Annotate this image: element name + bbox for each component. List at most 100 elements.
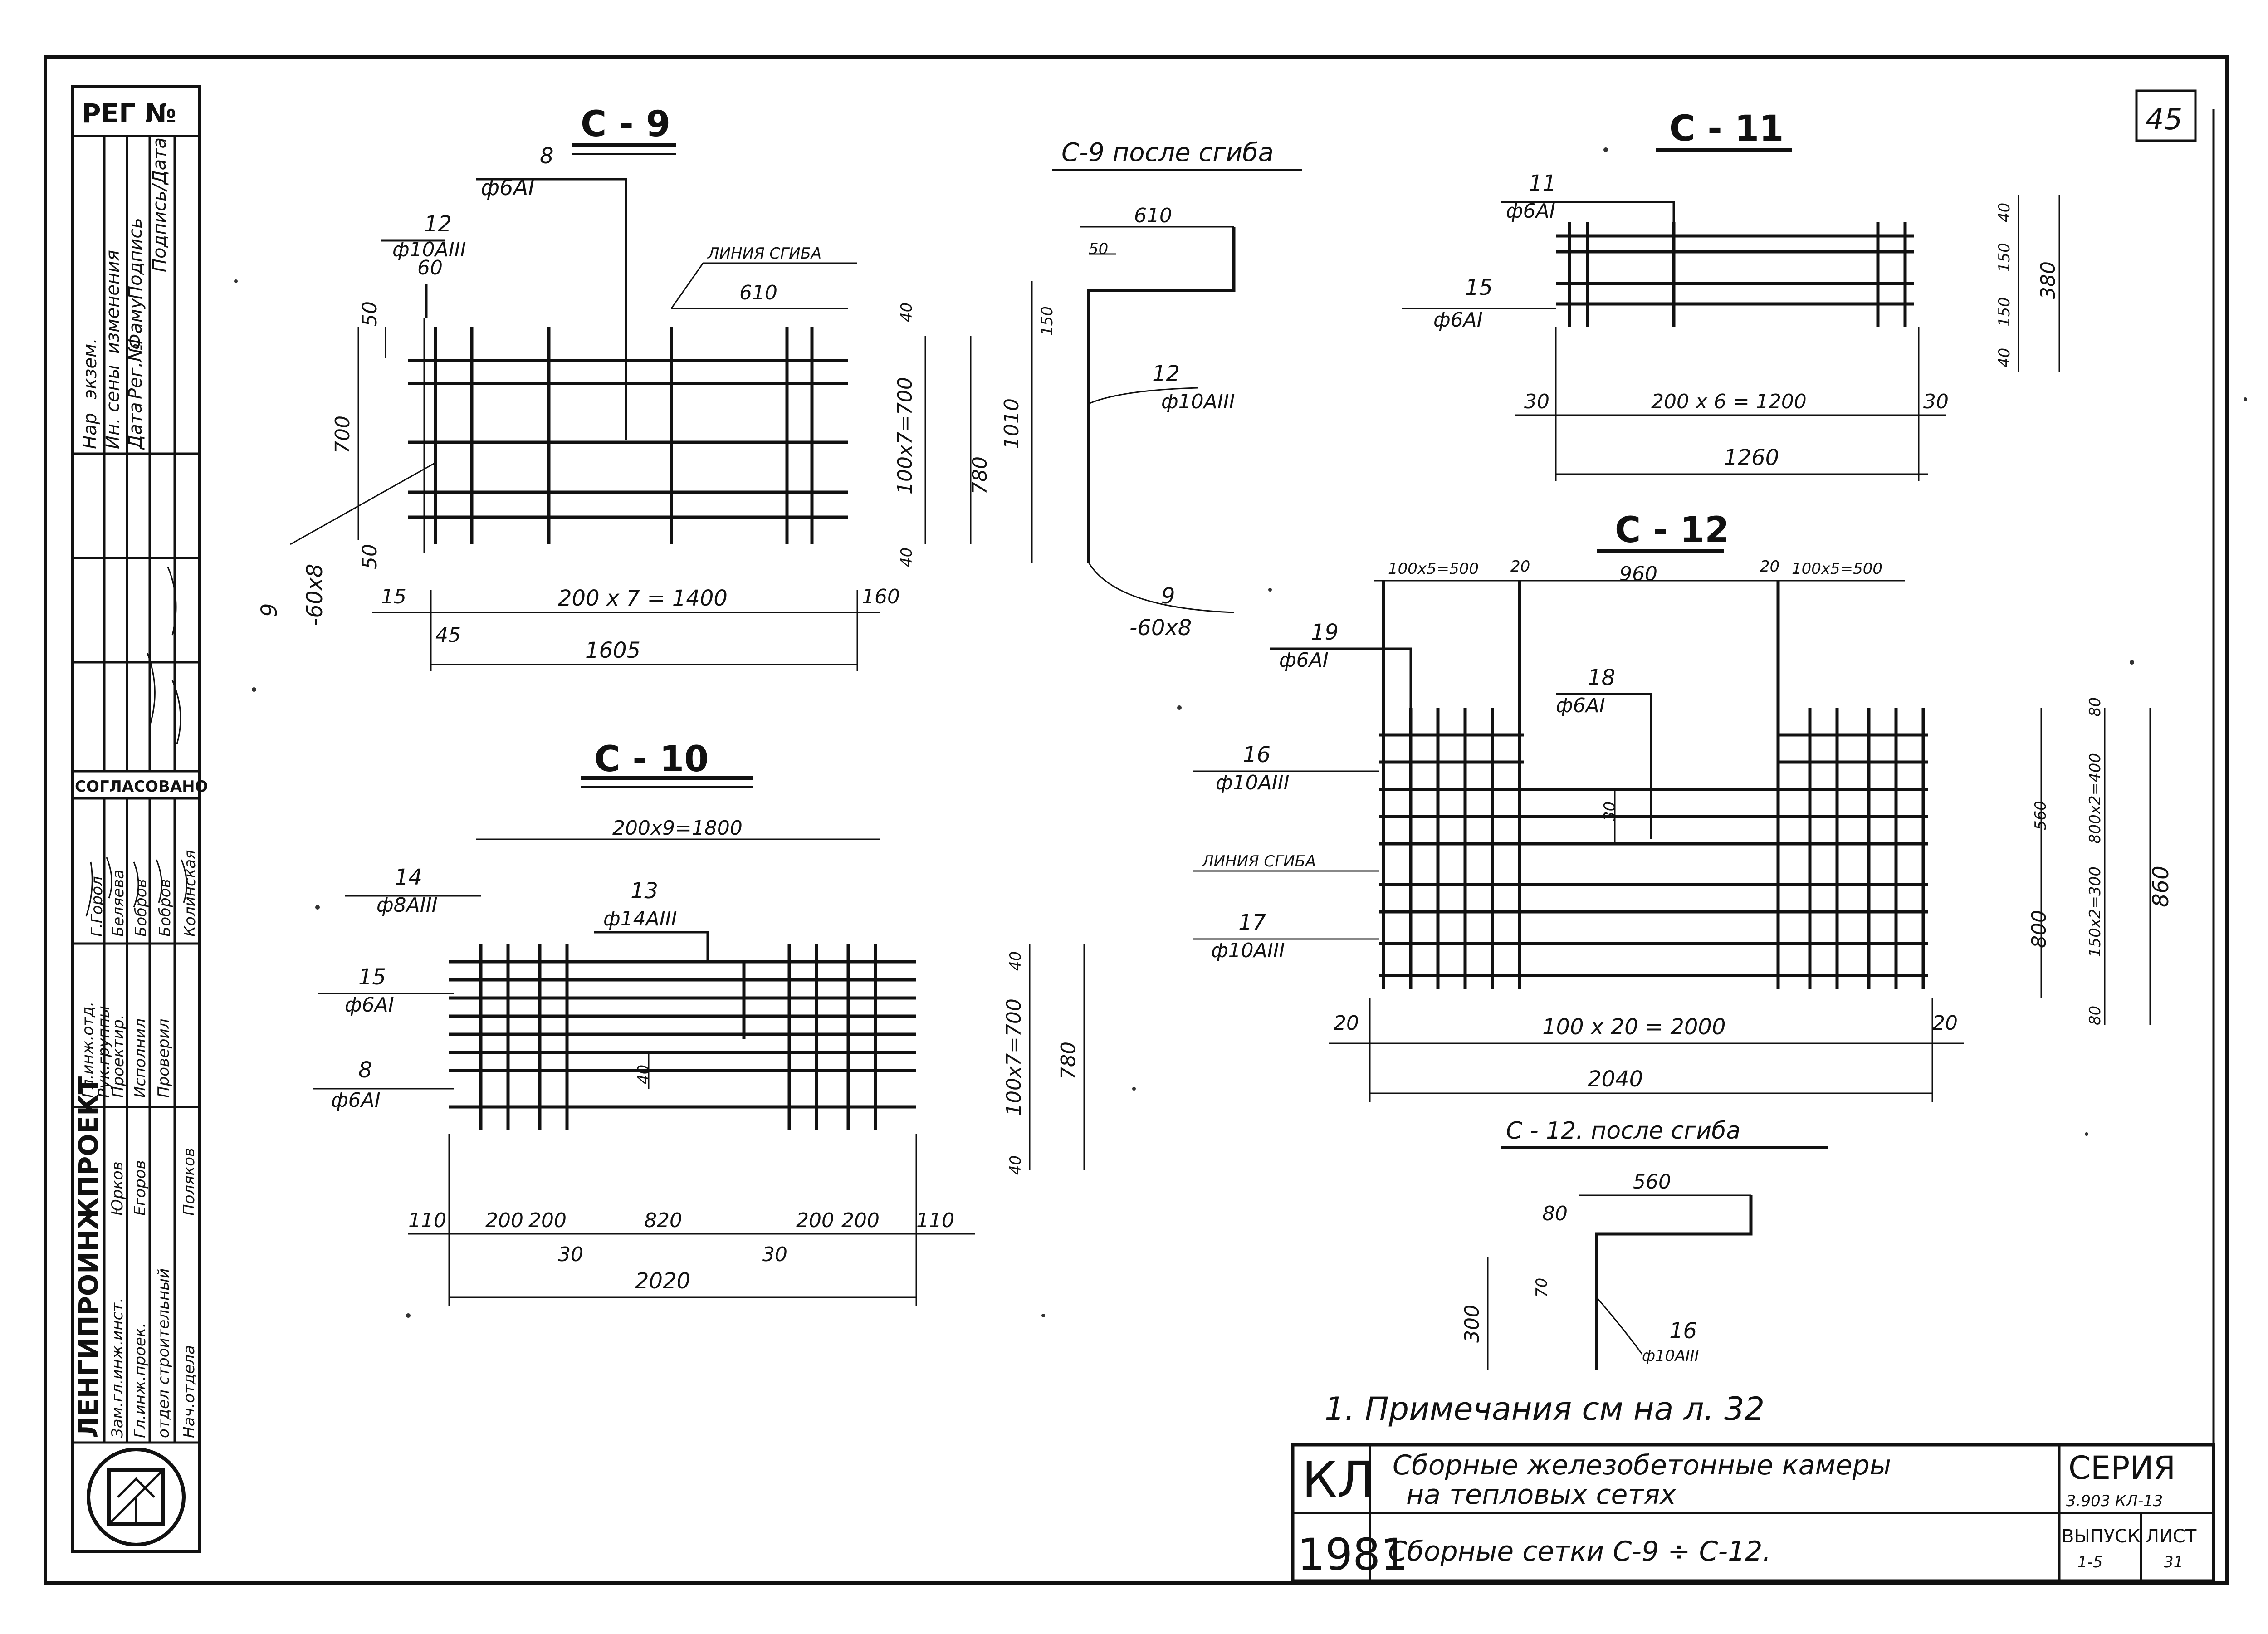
tb-issue-label: ВЫПУСК bbox=[2062, 1526, 2141, 1547]
svg-text:Нар: Нар bbox=[80, 413, 101, 449]
svg-text:отдел строительный: отдел строительный bbox=[155, 1268, 173, 1438]
svg-text:40: 40 bbox=[1007, 1155, 1025, 1175]
svg-text:Дата: Дата bbox=[125, 402, 146, 450]
tb-series-label: СЕРИЯ bbox=[2068, 1449, 2175, 1487]
svg-text:Фаму: Фаму bbox=[125, 298, 146, 349]
svg-text:160: 160 bbox=[862, 585, 900, 608]
svg-text:12: 12 bbox=[424, 211, 452, 237]
svg-text:70: 70 bbox=[1533, 1278, 1551, 1297]
svg-text:17: 17 bbox=[1238, 910, 1266, 935]
svg-text:860: 860 bbox=[2148, 866, 2174, 907]
svg-text:30: 30 bbox=[1601, 802, 1619, 821]
svg-text:ф10АIII: ф10АIII bbox=[1216, 771, 1290, 794]
svg-text:100 х 20 = 2000: 100 х 20 = 2000 bbox=[1542, 1014, 1726, 1040]
svg-text:Гл.инж.отд.: Гл.инж.отд. bbox=[79, 1002, 97, 1098]
tb-issue-value: 1-5 bbox=[2077, 1553, 2103, 1571]
svg-text:1605: 1605 bbox=[585, 638, 640, 663]
tb-series-value: 3.903 КЛ-13 bbox=[2066, 1492, 2163, 1510]
svg-text:200: 200 bbox=[796, 1209, 834, 1232]
svg-text:16: 16 bbox=[1669, 1318, 1697, 1344]
svg-text:800: 800 bbox=[2028, 910, 2051, 948]
svg-text:ЛИНИЯ СГИБА: ЛИНИЯ СГИБА bbox=[1201, 852, 1316, 871]
c10-title: С - 10 bbox=[594, 739, 709, 780]
c11-drawing: С - 11 11 ф6АI 15 ф6АI 40 150 150 40 380… bbox=[1402, 108, 2060, 481]
approval-roles: Гл.инж.отд. Рук.группы Проектир. Исполни… bbox=[79, 1002, 173, 1098]
reg-label: РЕГ № bbox=[82, 98, 176, 129]
svg-text:9: 9 bbox=[257, 603, 282, 617]
svg-text:16: 16 bbox=[1243, 742, 1271, 768]
svg-text:200: 200 bbox=[485, 1209, 523, 1232]
svg-text:11: 11 bbox=[1529, 171, 1556, 196]
signatures bbox=[85, 567, 187, 917]
svg-text:ф6АI: ф6АI bbox=[345, 993, 394, 1017]
svg-text:-60х8: -60х8 bbox=[302, 564, 327, 626]
svg-text:110: 110 bbox=[916, 1209, 954, 1232]
svg-text:15: 15 bbox=[1465, 275, 1493, 300]
org-roles: Зам.гл.инж.инст. Гл.инж.проек. отдел стр… bbox=[108, 1268, 198, 1438]
svg-text:30: 30 bbox=[762, 1243, 787, 1266]
svg-text:изменения: изменения bbox=[103, 250, 123, 354]
svg-text:18: 18 bbox=[1588, 665, 1615, 690]
svg-text:Рук.группы: Рук.группы bbox=[95, 1006, 113, 1098]
c11-title: С - 11 bbox=[1669, 108, 1784, 149]
svg-text:Ин. сены: Ин. сены bbox=[103, 365, 123, 449]
svg-text:ф6АI: ф6АI bbox=[1506, 200, 1555, 223]
svg-text:20: 20 bbox=[1510, 558, 1530, 576]
svg-text:Проверил: Проверил bbox=[155, 1019, 173, 1098]
svg-text:80: 80 bbox=[2086, 1006, 2104, 1025]
c12-drawing: С - 12 100х5=500 20 960 20 100х5=500 19 … bbox=[1193, 510, 2174, 1102]
tb-sheet-value: 31 bbox=[2164, 1553, 2183, 1571]
svg-text:ф6АI: ф6АI bbox=[331, 1089, 381, 1112]
svg-text:2040: 2040 bbox=[1588, 1067, 1643, 1092]
org-name: ЛЕНГИПРОИНЖПРОЕКТ bbox=[73, 1076, 104, 1438]
c9-drawing: С - 9 8 ф6АI 12 ф10АIII 60 50 50 700 ЛИН… bbox=[257, 104, 992, 671]
svg-text:15: 15 bbox=[358, 964, 386, 990]
svg-text:Рег.№: Рег.№ bbox=[125, 343, 146, 399]
svg-text:20: 20 bbox=[1932, 1012, 1958, 1035]
svg-text:Егоров: Егоров bbox=[131, 1160, 149, 1216]
svg-text:40: 40 bbox=[635, 1065, 653, 1084]
svg-text:700: 700 bbox=[331, 416, 354, 454]
svg-text:150х2=300: 150х2=300 bbox=[2086, 866, 2104, 957]
svg-text:Поляков: Поляков bbox=[180, 1148, 198, 1216]
svg-text:40: 40 bbox=[1995, 348, 2014, 367]
c12-title: С - 12 bbox=[1615, 510, 1729, 551]
tb-sheet-label: ЛИСТ bbox=[2146, 1526, 2197, 1547]
svg-text:200: 200 bbox=[841, 1209, 880, 1232]
svg-text:8: 8 bbox=[358, 1057, 372, 1083]
svg-text:780: 780 bbox=[968, 456, 992, 494]
svg-text:110: 110 bbox=[408, 1209, 446, 1232]
approval-names: Г.Горол Беляева Бобров Бобров Колинская bbox=[88, 850, 199, 937]
tb-year: 1981 bbox=[1297, 1529, 1408, 1580]
svg-text:ф6АI: ф6АI bbox=[1279, 649, 1329, 672]
svg-text:960: 960 bbox=[1619, 563, 1657, 586]
svg-text:200х9=1800: 200х9=1800 bbox=[612, 817, 743, 840]
svg-text:ЛИНИЯ СГИБА: ЛИНИЯ СГИБА bbox=[707, 245, 821, 263]
svg-text:ф6АI: ф6АI bbox=[1556, 694, 1605, 717]
svg-text:30: 30 bbox=[558, 1243, 583, 1266]
svg-text:Бобров: Бобров bbox=[156, 879, 174, 937]
svg-text:ф10АIII: ф10АIII bbox=[1161, 390, 1235, 413]
svg-text:30: 30 bbox=[1524, 390, 1549, 413]
svg-text:40: 40 bbox=[898, 303, 916, 322]
svg-text:150: 150 bbox=[1995, 297, 2014, 327]
svg-text:100х7=700: 100х7=700 bbox=[1002, 998, 1026, 1116]
svg-text:100х5=500: 100х5=500 bbox=[1388, 560, 1479, 578]
svg-text:560: 560 bbox=[1633, 1170, 1671, 1194]
svg-text:50: 50 bbox=[358, 544, 381, 569]
svg-text:780: 780 bbox=[1057, 1042, 1080, 1080]
title-block: КЛ 1981 Сборные железобетонные камеры на… bbox=[1291, 1443, 2215, 1583]
svg-text:150: 150 bbox=[1038, 306, 1056, 336]
svg-text:100х7=700: 100х7=700 bbox=[894, 377, 917, 494]
svg-text:Нач.отдела: Нач.отдела bbox=[180, 1345, 198, 1438]
svg-text:20: 20 bbox=[1760, 558, 1779, 576]
c10-drawing: С - 10 200х9=1800 14 ф8АIII 13 ф14АIII 1… bbox=[313, 739, 1085, 1306]
org-names: Юрков Егоров Поляков bbox=[108, 1148, 198, 1216]
svg-text:50: 50 bbox=[358, 301, 381, 327]
svg-text:40: 40 bbox=[1007, 951, 1025, 971]
svg-text:8: 8 bbox=[540, 143, 554, 169]
svg-text:100х5=500: 100х5=500 bbox=[1792, 560, 1882, 578]
svg-text:800х2=400: 800х2=400 bbox=[2086, 753, 2104, 844]
svg-text:Проектир.: Проектир. bbox=[109, 1014, 127, 1098]
svg-text:ф10АIII: ф10АIII bbox=[392, 238, 466, 261]
